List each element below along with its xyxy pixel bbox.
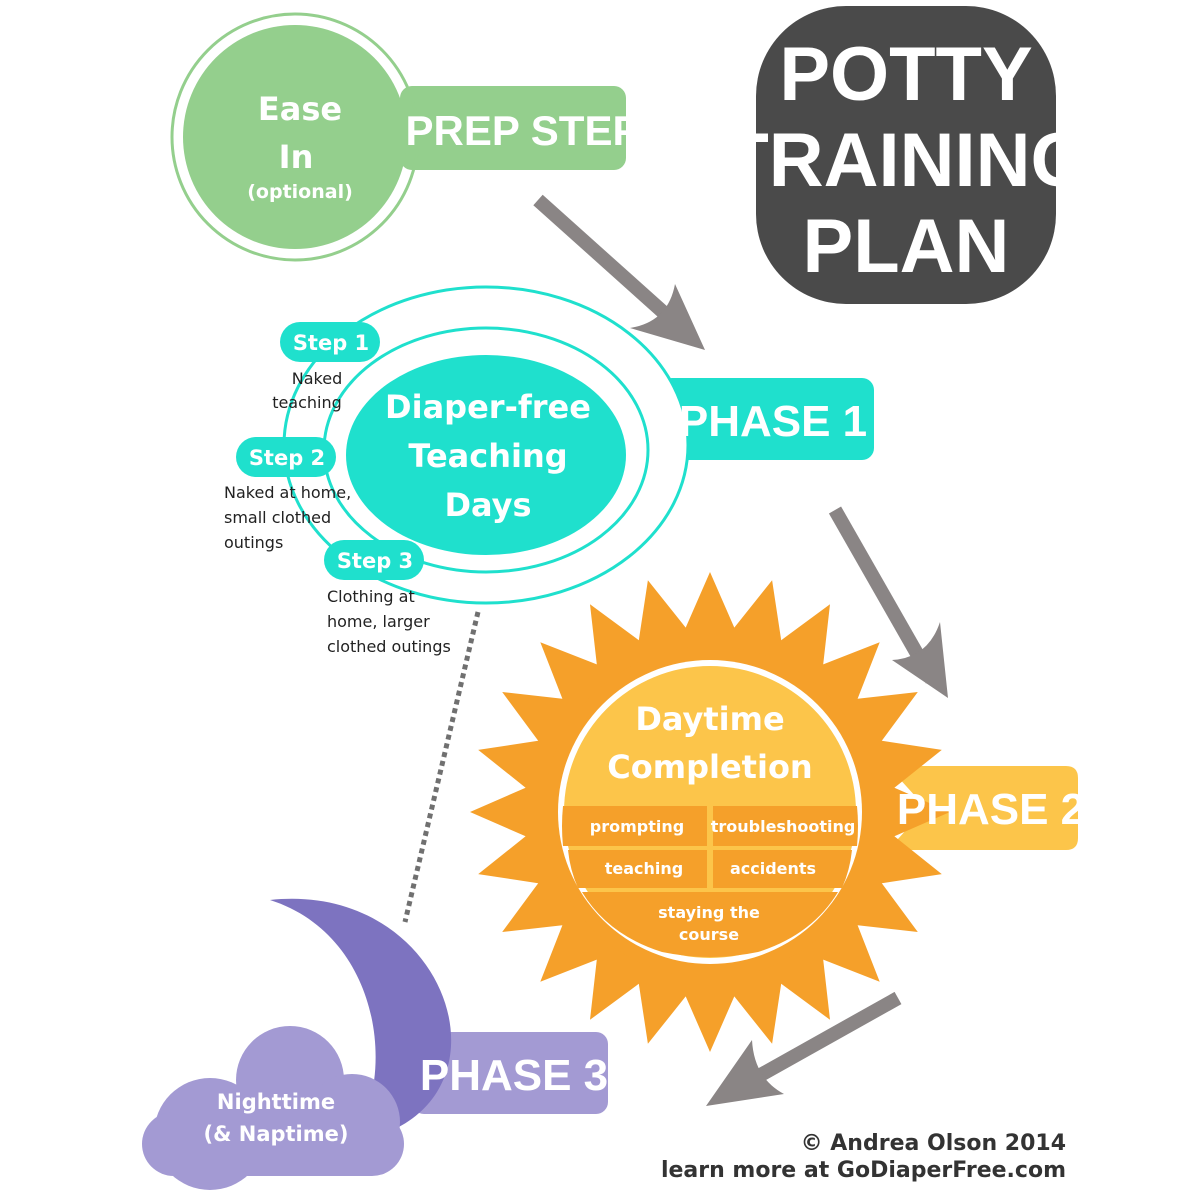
cell-troubleshooting-text: troubleshooting (711, 817, 856, 836)
cell-prompting-bg (562, 806, 707, 846)
cell-staying-bg (582, 892, 838, 957)
phase2-center-line-2: Completion (607, 748, 812, 786)
flow-arrows (402, 194, 948, 1106)
phase1-core (346, 355, 626, 555)
step-2-pill (236, 437, 336, 477)
cell-troubleshooting-bg (713, 806, 858, 846)
step-2-desc-line-1: Naked at home, (224, 483, 351, 502)
step-3-pill (324, 540, 424, 580)
phase2-label: PHASE 2 (897, 785, 1085, 834)
credit-line-1: © Andrea Olson 2014 (801, 1131, 1066, 1156)
credits: © Andrea Olson 2014 learn more at GoDiap… (661, 1131, 1066, 1183)
arrow-prep-to-phase1-head (630, 284, 705, 350)
step-3-desc-line-1: Clothing at (327, 587, 415, 606)
cell-teaching-bg (568, 850, 707, 888)
credit-line-2: learn more at GoDiaperFree.com (661, 1158, 1066, 1183)
cloud-icon (142, 1026, 404, 1190)
prep-step-group: Ease In (optional) PREP STEP (170, 12, 641, 262)
title-badge: POTTY TRAINING PLAN (722, 6, 1090, 304)
step-2-desc-line-3: outings (224, 533, 283, 552)
phase3-group: Nighttime (& Naptime) PHASE 3 (142, 898, 608, 1190)
dotted-connector (402, 611, 481, 923)
moon-icon (270, 898, 452, 1142)
phase1-tab (660, 378, 874, 460)
step-3-label: Step 3 (337, 549, 413, 573)
phase1-center-line-2: Teaching (408, 437, 567, 475)
step-3: Step 3 Clothing at home, larger clothed … (324, 540, 451, 656)
step-1-desc-line-1: Naked (292, 369, 342, 388)
prep-step-label: PREP STEP (406, 107, 641, 154)
prep-step-tab (400, 86, 626, 170)
cell-staying-text-line-1: staying the (658, 903, 760, 922)
title-line-2: TRAINING (722, 118, 1089, 203)
phase1-label: PHASE 1 (679, 397, 867, 446)
phase1-center-line-3: Days (444, 486, 531, 524)
phase1-center-line-1: Diaper-free (385, 388, 591, 426)
phase2-center-line-1: Daytime (635, 700, 784, 738)
arrow-phase1-to-phase2-head (892, 622, 948, 698)
step-2: Step 2 Naked at home, small clothed outi… (224, 437, 351, 552)
arrow-phase2-to-phase3-head (706, 1040, 784, 1106)
cloud-text-line-2: (& Naptime) (204, 1122, 349, 1146)
cell-accidents-bg (713, 850, 852, 888)
phase1-group: Diaper-free Teaching Days PHASE 1 Step 1… (224, 285, 874, 656)
prep-circle-line-3: (optional) (247, 181, 353, 203)
phase2-tab (888, 766, 1078, 850)
prep-circle (183, 25, 407, 249)
cell-staying-text-line-2: course (679, 925, 739, 944)
title-line-3: PLAN (803, 204, 1010, 289)
title-line-1: POTTY (779, 32, 1032, 117)
phase3-tab (412, 1032, 608, 1114)
prep-outer-ring (170, 12, 420, 262)
arrow-phase1-to-phase2-shaft (828, 506, 939, 684)
step-1-pill (280, 322, 380, 362)
prep-circle-line-2: In (279, 138, 314, 176)
step-2-label: Step 2 (249, 446, 325, 470)
phase2-group: Daytime Completion prompting troubleshoo… (470, 572, 1085, 1052)
cell-accidents-text: accidents (730, 859, 816, 878)
step-2-desc-line-2: small clothed (224, 508, 331, 527)
step-3-desc-line-3: clothed outings (327, 637, 451, 656)
phase3-label: PHASE 3 (420, 1051, 608, 1100)
step-3-desc-line-2: home, larger (327, 612, 430, 631)
cell-prompting-text: prompting (590, 817, 684, 836)
prep-circle-line-1: Ease (258, 90, 342, 128)
step-1-label: Step 1 (293, 331, 369, 355)
step-1-desc-line-2: teaching (272, 393, 342, 412)
title-background (756, 6, 1056, 304)
cloud-text-line-1: Nighttime (217, 1090, 335, 1114)
cell-teaching-text: teaching (605, 859, 684, 878)
step-1: Step 1 Naked teaching (272, 322, 380, 412)
